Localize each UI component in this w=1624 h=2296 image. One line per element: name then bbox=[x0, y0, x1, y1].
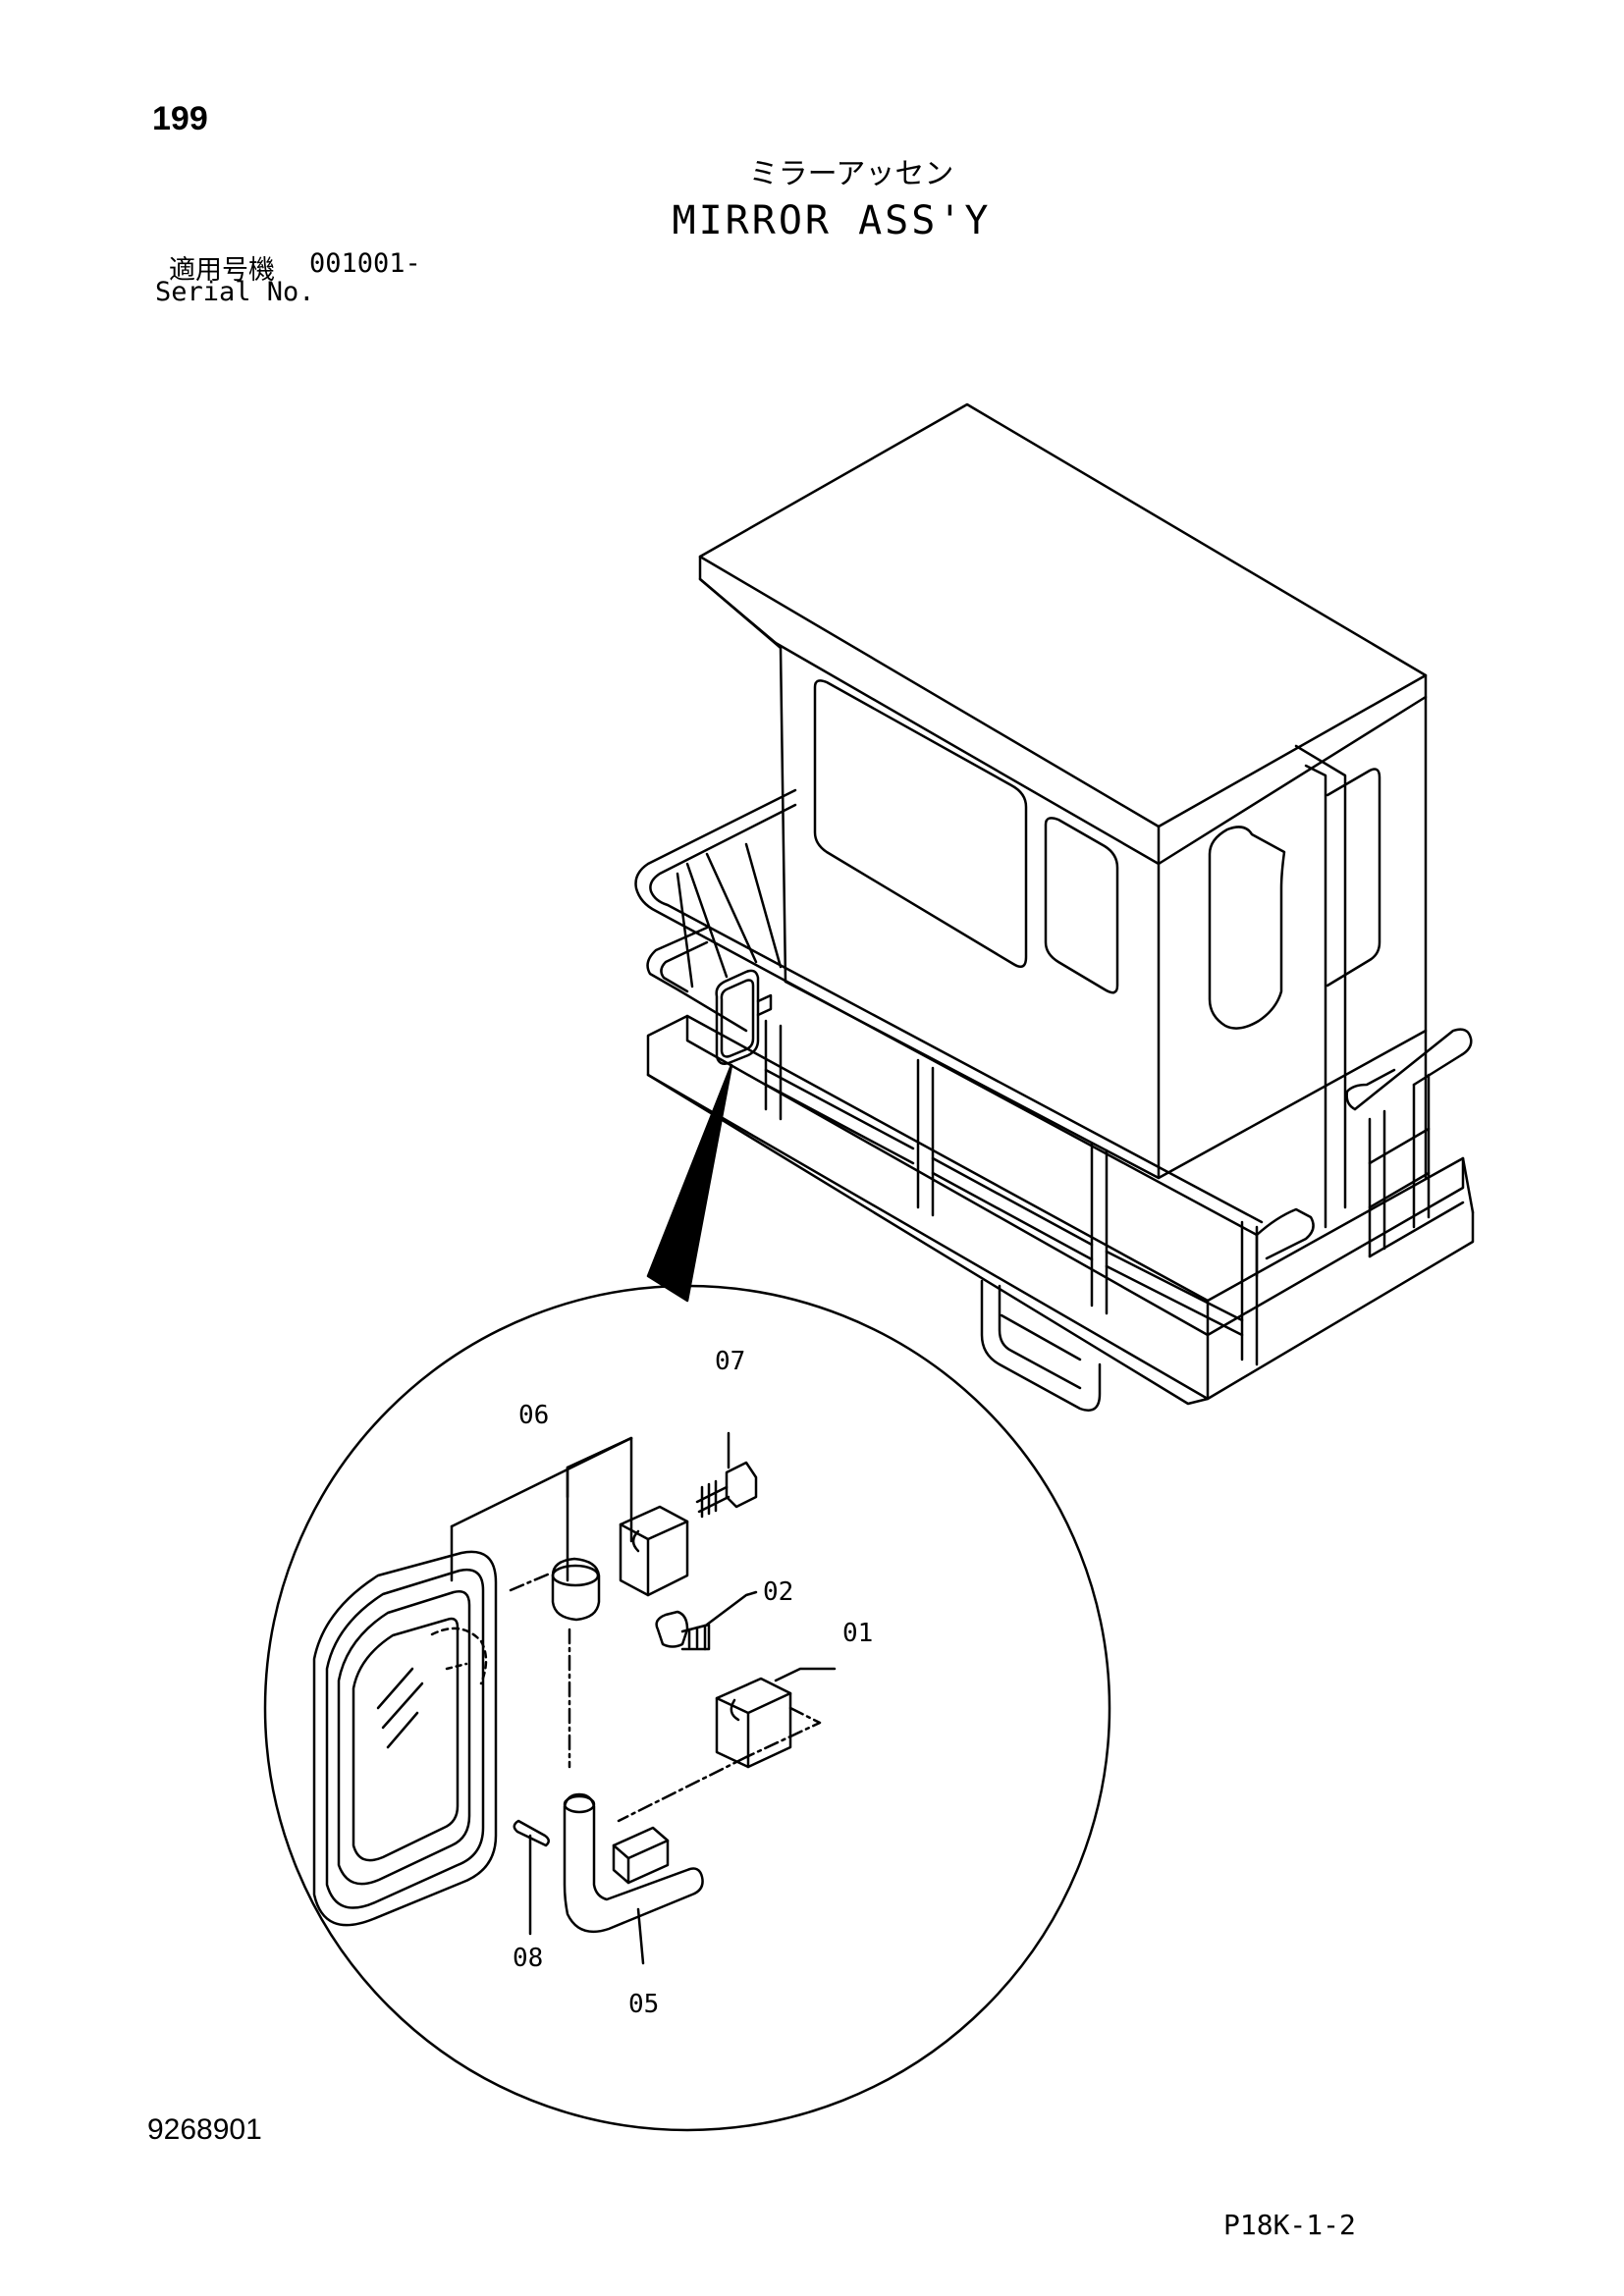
serial-range: 001001- bbox=[309, 248, 421, 279]
callout-05: 05 bbox=[628, 1990, 659, 2019]
serial-label-english: Serial No. bbox=[155, 277, 315, 307]
handrails bbox=[634, 788, 1473, 1366]
drawing-number: 9268901 bbox=[147, 2113, 262, 2146]
exploded-parts bbox=[312, 1431, 837, 1965]
page-code: P18K-1-2 bbox=[1223, 2209, 1356, 2241]
callout-06: 06 bbox=[518, 1401, 549, 1430]
title-english: MIRROR ASS'Y bbox=[672, 198, 992, 243]
detail-leader-wedge bbox=[646, 1063, 733, 1303]
page-number: 199 bbox=[152, 100, 208, 137]
detail-view-circle bbox=[263, 1284, 1111, 2132]
serial-label-japanese: 適用号機 bbox=[169, 255, 275, 286]
mirror-location-marker bbox=[715, 969, 773, 1065]
callout-07: 07 bbox=[715, 1347, 745, 1376]
callout-01: 01 bbox=[842, 1619, 873, 1648]
title-japanese: ミラーアッセン bbox=[748, 157, 954, 191]
callout-02: 02 bbox=[763, 1577, 793, 1607]
callout-08: 08 bbox=[513, 1944, 543, 1973]
cab-illustration bbox=[676, 402, 1428, 1229]
deck-platform bbox=[646, 1014, 1475, 1412]
